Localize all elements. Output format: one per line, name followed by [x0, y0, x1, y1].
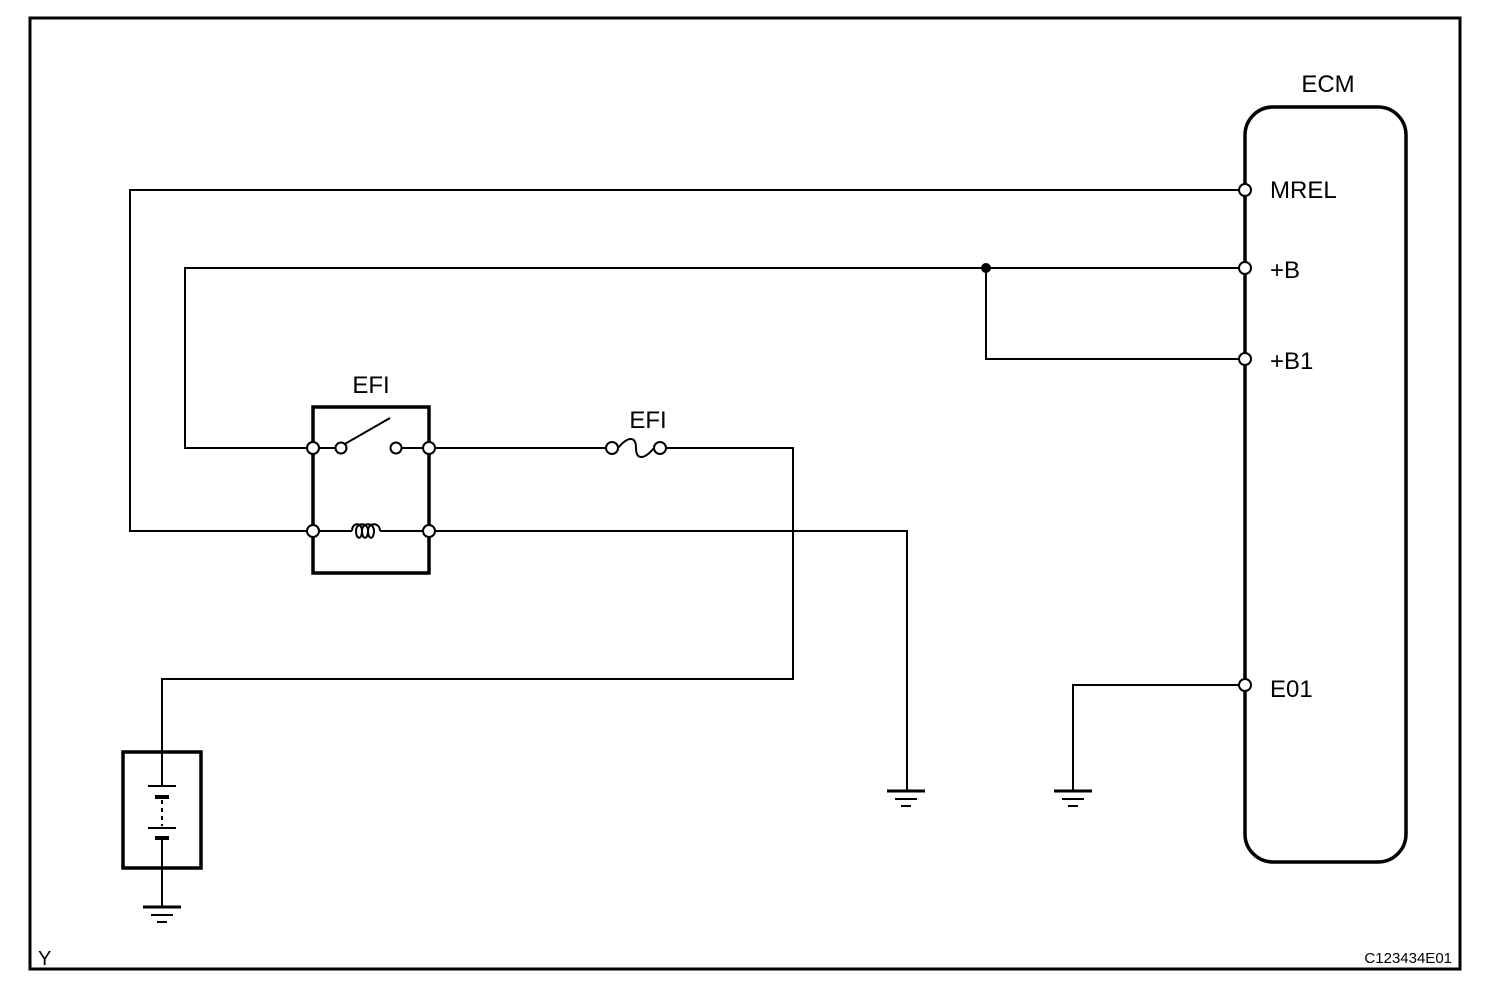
- diagram-frame: [28, 16, 1462, 971]
- fuse-label: EFI: [629, 407, 666, 434]
- fuse-icon: [617, 438, 655, 458]
- relay-switch-contact-right: [389, 441, 403, 455]
- relay-box: [311, 405, 431, 575]
- efi-fuse: EFI: [605, 407, 667, 458]
- relay-terminal-4: [422, 524, 436, 538]
- ground-icon: [143, 905, 181, 923]
- corner-letter: Y: [38, 948, 51, 970]
- relay-coil-icon: [351, 523, 381, 539]
- pin-label-e01: E01: [1270, 676, 1313, 703]
- relay-terminal-2: [422, 441, 436, 455]
- pin-terminal-mrel: [1238, 183, 1252, 197]
- pin-terminal-b1: [1238, 352, 1252, 366]
- pin-label-b: +B: [1270, 257, 1300, 284]
- pin-terminal-b: [1238, 261, 1252, 275]
- efi-relay: EFI: [306, 372, 436, 575]
- ecm-block: ECM MREL +B +B1 E01: [1243, 71, 1408, 864]
- relay-switch-blade: [342, 417, 391, 446]
- battery: [121, 750, 203, 870]
- pin-terminal-e01: [1238, 678, 1252, 692]
- relay-label: EFI: [352, 372, 389, 399]
- ground-icon: [887, 789, 925, 807]
- figure-code: C123434E01: [1364, 950, 1452, 967]
- junction-dot: [981, 263, 991, 273]
- pin-label-mrel: MREL: [1270, 177, 1337, 204]
- ground-icon: [1054, 789, 1092, 807]
- ecm-title: ECM: [1301, 71, 1354, 98]
- wire-e01-to-ground: [1072, 684, 1245, 790]
- relay-terminal-3: [306, 524, 320, 538]
- relay-switch-contact-left: [334, 441, 348, 455]
- wire-coil-to-ground: [429, 530, 908, 790]
- ecm-box: [1243, 105, 1408, 864]
- fuse-terminal-left: [605, 441, 619, 455]
- wire-mrel: [129, 189, 1245, 532]
- wire-plus-b: [184, 267, 1245, 449]
- fuse-terminal-right: [653, 441, 667, 455]
- wires: [129, 189, 1245, 906]
- wire-plus-b1: [985, 268, 1245, 360]
- wire-fuse-to-battery: [161, 447, 794, 752]
- pin-label-b1: +B1: [1270, 348, 1313, 375]
- relay-terminal-1: [306, 441, 320, 455]
